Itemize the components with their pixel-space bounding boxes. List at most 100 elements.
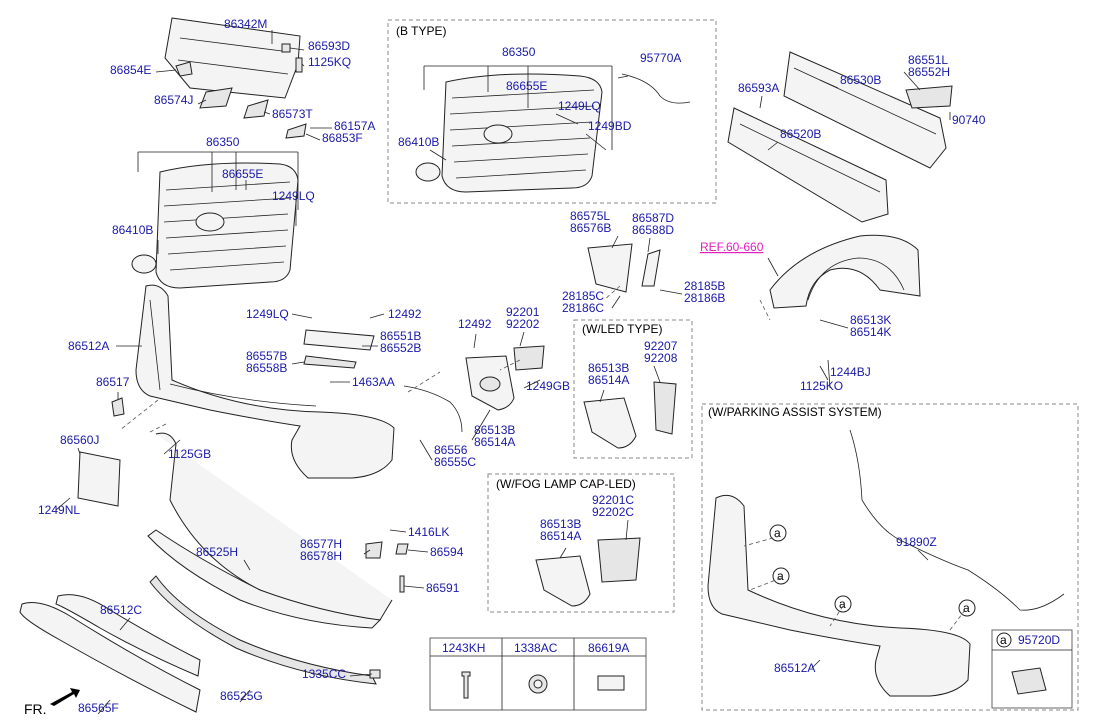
pad-86619A-icon [597,675,625,691]
label-86594: 86594 [430,545,464,559]
b-type-emblem [483,124,513,144]
label-1125GB: 1125GB [168,447,211,461]
label-95720D: 95720D [1018,633,1060,647]
grille-cover-86342M [164,17,301,99]
label-86591: 86591 [426,581,460,595]
grille-slats [163,181,291,271]
label-86587D: 86587D [632,211,674,225]
bracket-86574J [199,87,233,109]
table-header-86619A: 86619A [588,641,629,655]
front-bumper-86512A [135,284,395,479]
parking-assist-box [701,403,1079,711]
marker-a-2-label: a [777,569,784,583]
label-92208: 92208 [644,351,678,365]
fog-cap-led-title: (W/FOG LAMP CAP-LED) [496,477,636,491]
nut-hole [533,679,543,689]
parking-sensor-95720D [1011,667,1047,695]
label-92202C: 92202C [592,505,634,519]
cap-86517 [111,397,125,417]
fog-cap-led-box [487,473,675,613]
label-86578H: 86578H [300,549,342,563]
label-1249LQ-c: 1249LQ [558,99,601,113]
label-86157A: 86157A [334,119,375,133]
label-86552H: 86552H [908,65,950,79]
label-86410B-a: 86410B [112,223,153,237]
label-1125KQ: 1125KQ [308,55,351,69]
lower-grille-86512C [55,594,201,677]
b-type-box [387,19,717,204]
label-1463AA: 1463AA [352,375,395,389]
clip-86593D [281,43,291,53]
marker-a-3-label: a [839,597,846,611]
label-1249LQ-a: 1249LQ [272,189,315,203]
absorber-rib [739,123,881,193]
label-86576B: 86576B [570,221,611,235]
label-86514A-c: 86514A [540,529,581,543]
fog-cap-lamp-92201C [597,537,641,583]
bracket-86854E [175,61,193,77]
label-86551B: 86551B [380,329,421,343]
marker-a-3 [834,595,852,613]
fender-ref [769,234,921,309]
led-type-title: (W/LED TYPE) [582,322,662,336]
bracket-86853F [285,123,307,139]
skid-plate-86525G [149,575,377,685]
label-86558B: 86558B [246,361,287,375]
led-type-box [573,319,693,459]
label-86853F: 86853F [322,131,363,145]
label-86513B-b: 86513B [588,361,629,375]
label-86410B-b: 86410B [398,135,439,149]
label-86525G: 86525G [220,689,263,703]
clip-86594 [395,543,409,555]
label-1249BD: 1249BD [588,119,632,133]
label-86655E-b: 86655E [506,79,547,93]
marker-a-2 [772,567,790,585]
label-86575L: 86575L [570,209,610,223]
back-beam-rib [793,67,937,135]
label-86342M: 86342M [224,17,267,31]
label-86655E-a: 86655E [222,167,263,181]
label-86350-a: 86350 [206,135,240,149]
bracket-86573T [243,99,269,119]
label-86574J: 86574J [154,93,193,107]
label-86514K: 86514K [850,325,891,339]
label-86514A-b: 86514A [588,373,629,387]
label-1416LK: 1416LK [408,525,449,539]
label-86513K: 86513K [850,313,891,327]
harness-91890Z [849,429,1065,611]
label-86854E: 86854E [110,63,151,77]
license-bracket-86560J [77,451,121,507]
label-86577H: 86577H [300,537,342,551]
clip-86577H [365,541,383,559]
grille-strip-86551B [303,329,375,351]
table-header-1338AC: 1338AC [514,641,558,655]
bolt-1125KQ [295,57,303,73]
bracket-86587D [641,249,661,287]
label-92207: 92207 [644,339,678,353]
led-lamp-92207 [653,381,677,435]
label-28186C: 28186C [562,301,604,315]
molding-86557B [303,355,357,369]
harness-95770A [621,73,691,104]
ref-leader [767,257,779,277]
bracket-86551L [905,85,953,109]
label-86593A: 86593A [738,81,779,95]
label-1249LQ-b: 1249LQ [246,307,289,321]
label-90740: 90740 [952,113,986,127]
energy-absorber-86520B [727,107,889,223]
emblem-86410B [131,254,157,274]
marker-a-1-label: a [774,526,781,540]
assembly-dash-lines [119,285,966,631]
label-1249GB: 1249GB [526,379,570,393]
fog-cap-bezel [535,555,591,607]
bumper-contour [149,299,317,407]
molding-86556 [403,385,463,433]
label-86560J: 86560J [60,433,99,447]
label-86513B-c: 86513B [540,517,581,531]
garnish-86565F [19,602,201,713]
label-28185C: 28185C [562,289,604,303]
table-header-1243KH: 1243KH [442,641,485,655]
sensor-marker-a-label: a [1000,633,1007,647]
label-86513B-a: 86513B [474,423,515,437]
